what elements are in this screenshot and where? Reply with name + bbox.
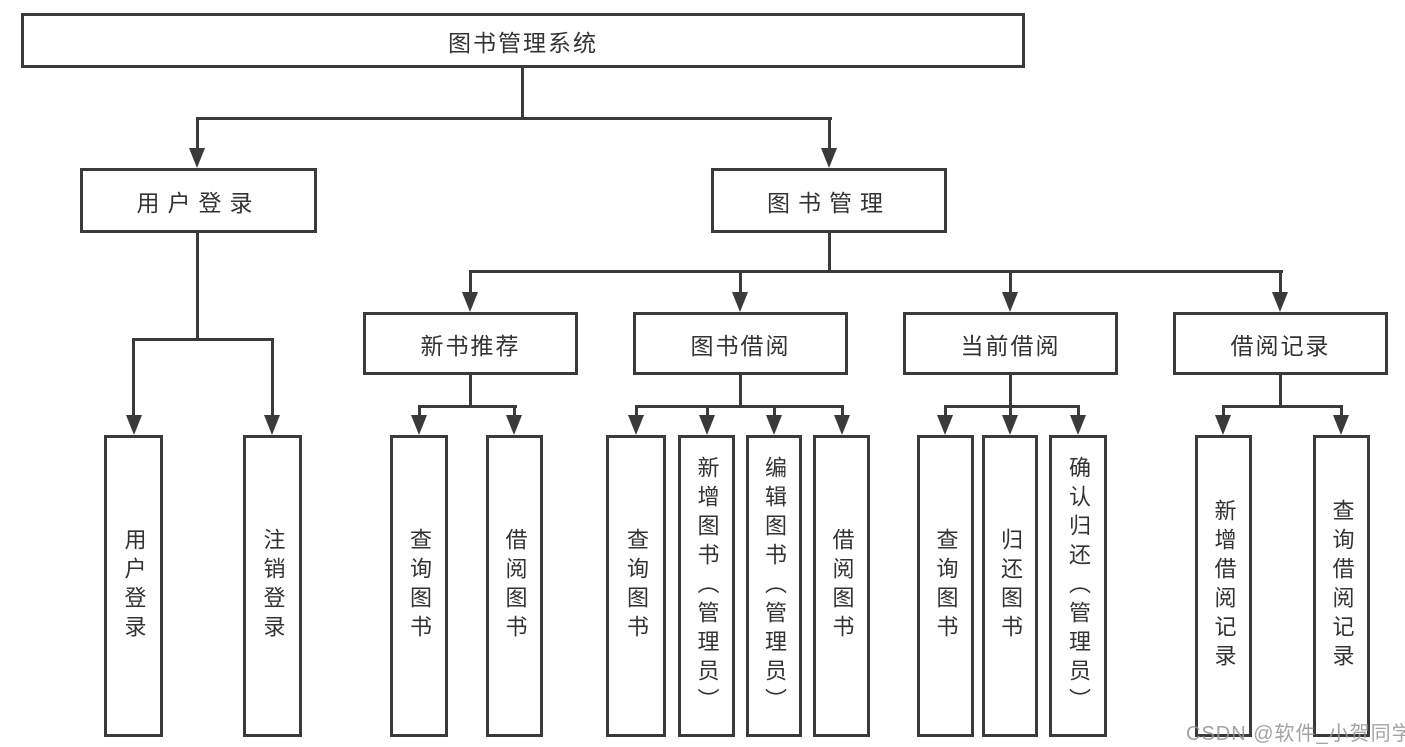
connector-line	[1077, 405, 1080, 418]
connector-line	[521, 68, 524, 117]
arrow-down-icon	[1215, 415, 1231, 435]
arrow-down-icon	[1333, 415, 1349, 435]
connector-line	[196, 117, 199, 150]
connector-line	[1009, 375, 1012, 407]
leaf-records-add-record: 新增借阅记录	[1195, 435, 1252, 737]
node-book-management: 图书管理	[711, 168, 947, 233]
connector-line	[469, 270, 472, 294]
node-label: 当前借阅	[960, 332, 1061, 359]
node-label: 编辑图书（管理员）	[762, 455, 787, 717]
connector-line	[739, 375, 742, 407]
node-label: 借阅记录	[1230, 332, 1331, 359]
connector-line	[132, 338, 135, 418]
connector-line	[469, 375, 472, 407]
arrow-down-icon	[1070, 415, 1086, 435]
node-label: 借阅图书	[829, 528, 855, 644]
node-label: 查询借阅记录	[1329, 499, 1355, 673]
leaf-logout: 注销登录	[243, 435, 302, 737]
arrow-down-icon	[937, 415, 953, 435]
connector-line	[1222, 405, 1343, 408]
arrow-down-icon	[462, 292, 478, 312]
arrow-down-icon	[189, 148, 205, 168]
connector-line	[944, 405, 1080, 408]
node-current-borrowing: 当前借阅	[903, 312, 1118, 375]
node-label: 新增借阅记录	[1211, 499, 1237, 673]
node-label: 查询图书	[933, 528, 959, 644]
arrow-down-icon	[628, 415, 644, 435]
leaf-borrow-borrow-books: 借阅图书	[813, 435, 870, 737]
leaf-current-confirm-return-admin: 确认归还（管理员）	[1049, 435, 1107, 737]
leaf-current-query-books: 查询图书	[917, 435, 974, 737]
node-label: 注销登录	[260, 528, 286, 644]
arrow-down-icon	[834, 415, 850, 435]
arrow-down-icon	[766, 415, 782, 435]
connector-line	[1009, 405, 1012, 418]
node-book-borrowing: 图书借阅	[633, 312, 848, 375]
arrow-down-icon	[821, 148, 837, 168]
node-borrowing-records: 借阅记录	[1173, 312, 1388, 375]
node-label: 新增图书（管理员）	[694, 455, 720, 717]
arrow-down-icon	[264, 415, 280, 435]
leaf-newbook-query-books: 查询图书	[390, 435, 448, 737]
leaf-borrow-query-books: 查询图书	[606, 435, 666, 737]
connector-line	[1279, 270, 1282, 294]
node-new-book-recommend: 新书推荐	[363, 312, 578, 375]
connector-line	[513, 405, 516, 418]
node-label: 图书管理	[767, 189, 891, 216]
connector-line	[828, 117, 831, 150]
node-label: 图书借阅	[690, 332, 791, 359]
connector-line	[1009, 270, 1012, 294]
arrow-down-icon	[732, 292, 748, 312]
connector-line	[739, 270, 742, 294]
arrow-down-icon	[411, 415, 427, 435]
connector-line	[828, 233, 831, 272]
connector-line	[132, 338, 274, 341]
leaf-borrow-add-books-admin: 新增图书（管理员）	[678, 435, 735, 737]
arrow-down-icon	[506, 415, 522, 435]
leaf-newbook-borrow-books: 借阅图书	[486, 435, 543, 737]
leaf-user-login: 用户登录	[104, 435, 163, 737]
csdn-watermark: CSDN @软件_小贺同学	[1186, 723, 1405, 745]
connector-line	[469, 270, 1283, 273]
arrow-down-icon	[1002, 415, 1018, 435]
connector-line	[1279, 375, 1282, 407]
leaf-records-query-record: 查询借阅记录	[1313, 435, 1370, 737]
connector-line	[944, 405, 947, 418]
connector-line	[196, 233, 199, 339]
connector-line	[1340, 405, 1343, 418]
node-label: 新书推荐	[420, 332, 521, 359]
node-label: 归还图书	[998, 528, 1023, 644]
arrow-down-icon	[1002, 292, 1018, 312]
connector-line	[1222, 405, 1225, 418]
node-label: 查询图书	[624, 528, 649, 644]
node-label: 用户登录	[121, 528, 147, 644]
arrow-down-icon	[126, 415, 142, 435]
connector-line	[773, 405, 776, 418]
arrow-down-icon	[699, 415, 715, 435]
leaf-current-return-books: 归还图书	[982, 435, 1038, 737]
node-label: 借阅图书	[502, 528, 528, 644]
node-label: 用户登录	[136, 189, 261, 216]
connector-line	[841, 405, 844, 418]
node-label: 确认归还（管理员）	[1066, 455, 1091, 717]
connector-line	[635, 405, 843, 408]
connector-line	[706, 405, 709, 418]
node-label: 查询图书	[407, 528, 432, 644]
node-library-system: 图书管理系统	[21, 13, 1025, 68]
connector-line	[635, 405, 638, 418]
node-user-login-branch: 用户登录	[80, 168, 317, 233]
connector-line	[196, 117, 832, 120]
connector-line	[271, 338, 274, 418]
connector-line	[418, 405, 421, 418]
node-label: 图书管理系统	[448, 29, 598, 56]
leaf-borrow-edit-books-admin: 编辑图书（管理员）	[746, 435, 802, 737]
connector-line	[418, 405, 517, 408]
arrow-down-icon	[1272, 292, 1288, 312]
